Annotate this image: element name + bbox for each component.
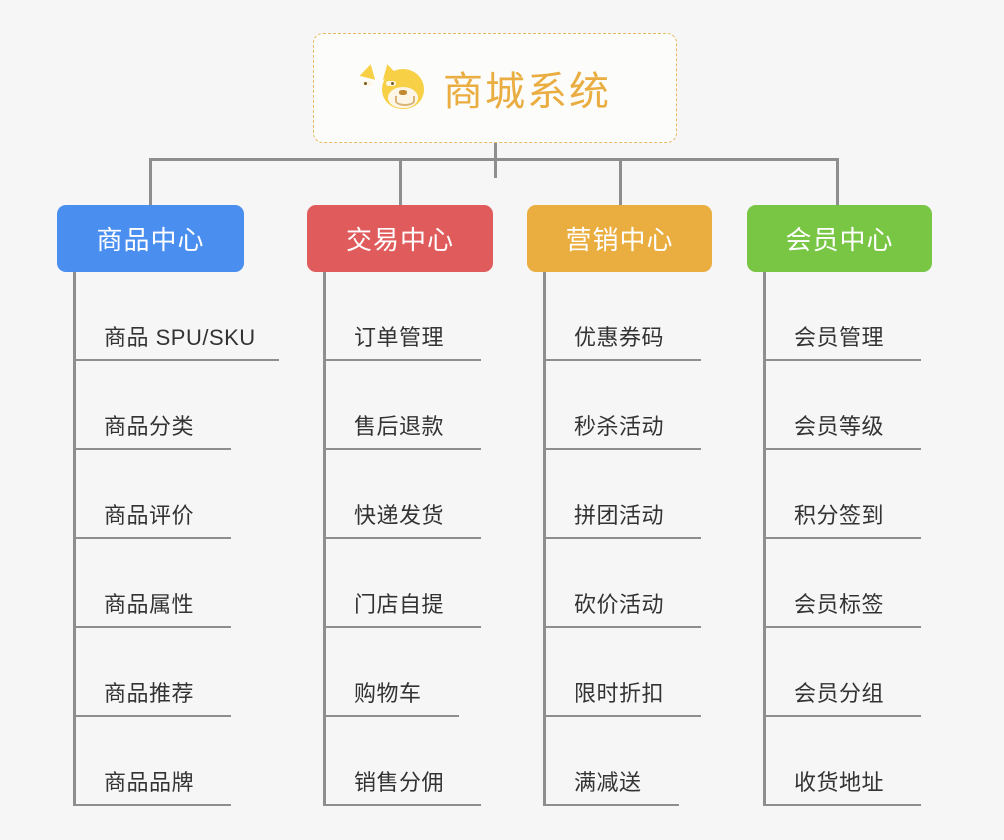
leaf-item[interactable]: 砍价活动 — [546, 539, 701, 628]
leaf-label: 拼团活动 — [574, 503, 665, 528]
leaf-item[interactable]: 拼团活动 — [546, 450, 701, 539]
branch-label: 营销中心 — [565, 225, 674, 255]
leaf-label: 商品推荐 — [104, 681, 195, 706]
leaf-spine — [763, 272, 766, 806]
leaf-item[interactable]: 会员分组 — [766, 628, 921, 717]
leaf-label: 商品属性 — [104, 592, 195, 617]
leaf-item[interactable]: 限时折扣 — [546, 628, 701, 717]
leaf-label: 会员标签 — [794, 592, 885, 617]
leaf-label: 积分签到 — [794, 503, 885, 528]
leaf-item[interactable]: 购物车 — [326, 628, 459, 717]
root-title: 商城系统 — [443, 70, 611, 114]
branch-label: 商品中心 — [96, 225, 205, 255]
leaf-item[interactable]: 收货地址 — [766, 717, 921, 806]
branch-box-2[interactable]: 交易中心 — [307, 205, 493, 272]
leaf-item[interactable]: 积分签到 — [766, 450, 921, 539]
branch-label: 交易中心 — [345, 225, 454, 255]
leaf-label: 会员分组 — [794, 681, 885, 706]
leaf-label: 商品品牌 — [104, 770, 195, 795]
leaf-item[interactable]: 售后退款 — [326, 361, 481, 450]
leaf-spine — [323, 272, 326, 806]
leaf-label: 售后退款 — [354, 414, 445, 439]
leaf-label: 会员管理 — [794, 325, 885, 350]
leaf-item[interactable]: 商品属性 — [76, 539, 231, 628]
leaf-item[interactable]: 会员标签 — [766, 539, 921, 628]
leaf-item[interactable]: 订单管理 — [326, 272, 481, 361]
leaf-item[interactable]: 商品评价 — [76, 450, 231, 539]
leaf-item[interactable]: 满减送 — [546, 717, 679, 806]
leaf-spine — [73, 272, 76, 806]
leaf-item[interactable]: 会员管理 — [766, 272, 921, 361]
connector-drop-3 — [619, 158, 622, 205]
branch-box-3[interactable]: 营销中心 — [527, 205, 712, 272]
leaf-item[interactable]: 商品推荐 — [76, 628, 231, 717]
leaf-item[interactable]: 门店自提 — [326, 539, 481, 628]
branch-label: 会员中心 — [785, 225, 894, 255]
leaf-item[interactable]: 秒杀活动 — [546, 361, 701, 450]
leaf-label: 订单管理 — [354, 325, 445, 350]
leaf-label: 商品 SPU/SKU — [104, 325, 256, 350]
shiba-dog-face-icon — [359, 62, 429, 113]
branch-box-4[interactable]: 会员中心 — [747, 205, 932, 272]
leaf-item[interactable]: 快递发货 — [326, 450, 481, 539]
connector-drop-1 — [149, 158, 152, 205]
leaf-label: 购物车 — [354, 681, 422, 706]
leaf-spine — [543, 272, 546, 806]
leaf-label: 销售分佣 — [354, 770, 445, 795]
connector-horizontal-bus — [149, 158, 839, 161]
leaf-label: 满减送 — [574, 770, 642, 795]
leaf-label: 优惠券码 — [574, 325, 665, 350]
leaf-label: 商品分类 — [104, 414, 195, 439]
leaf-label: 快递发货 — [354, 503, 445, 528]
root-node[interactable]: 商城系统 — [313, 33, 677, 143]
leaf-label: 会员等级 — [794, 414, 885, 439]
leaf-label: 秒杀活动 — [574, 414, 665, 439]
leaf-item[interactable]: 会员等级 — [766, 361, 921, 450]
leaf-label: 商品评价 — [104, 503, 195, 528]
leaf-item[interactable]: 商品 SPU/SKU — [76, 272, 279, 361]
leaf-item[interactable]: 优惠券码 — [546, 272, 701, 361]
branch-box-1[interactable]: 商品中心 — [57, 205, 244, 272]
leaf-item[interactable]: 商品品牌 — [76, 717, 231, 806]
connector-drop-4 — [836, 158, 839, 205]
leaf-label: 限时折扣 — [574, 681, 665, 706]
connector-drop-2 — [399, 158, 402, 205]
leaf-label: 砍价活动 — [574, 592, 665, 617]
leaf-item[interactable]: 销售分佣 — [326, 717, 481, 806]
leaf-label: 门店自提 — [354, 592, 445, 617]
leaf-label: 收货地址 — [794, 770, 885, 795]
leaf-item[interactable]: 商品分类 — [76, 361, 231, 450]
